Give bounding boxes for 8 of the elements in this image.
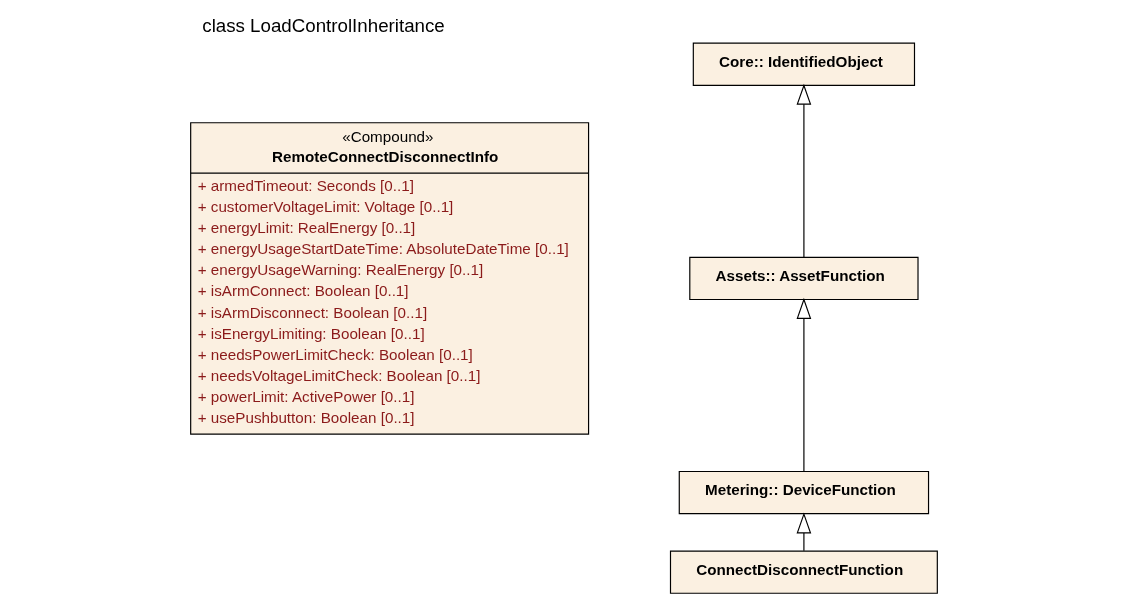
diagram-title: class LoadControlInheritance: [202, 15, 445, 37]
node-box: Assets:: AssetFunction: [689, 256, 919, 301]
arrow: [796, 83, 812, 258]
arrow: [796, 512, 812, 552]
node-box: ConnectDisconnectFunction: [669, 550, 938, 594]
arrow: [796, 297, 812, 473]
node-box: Metering:: DeviceFunction: [678, 470, 930, 515]
node-box: Core:: IdentifiedObject: [692, 42, 916, 86]
